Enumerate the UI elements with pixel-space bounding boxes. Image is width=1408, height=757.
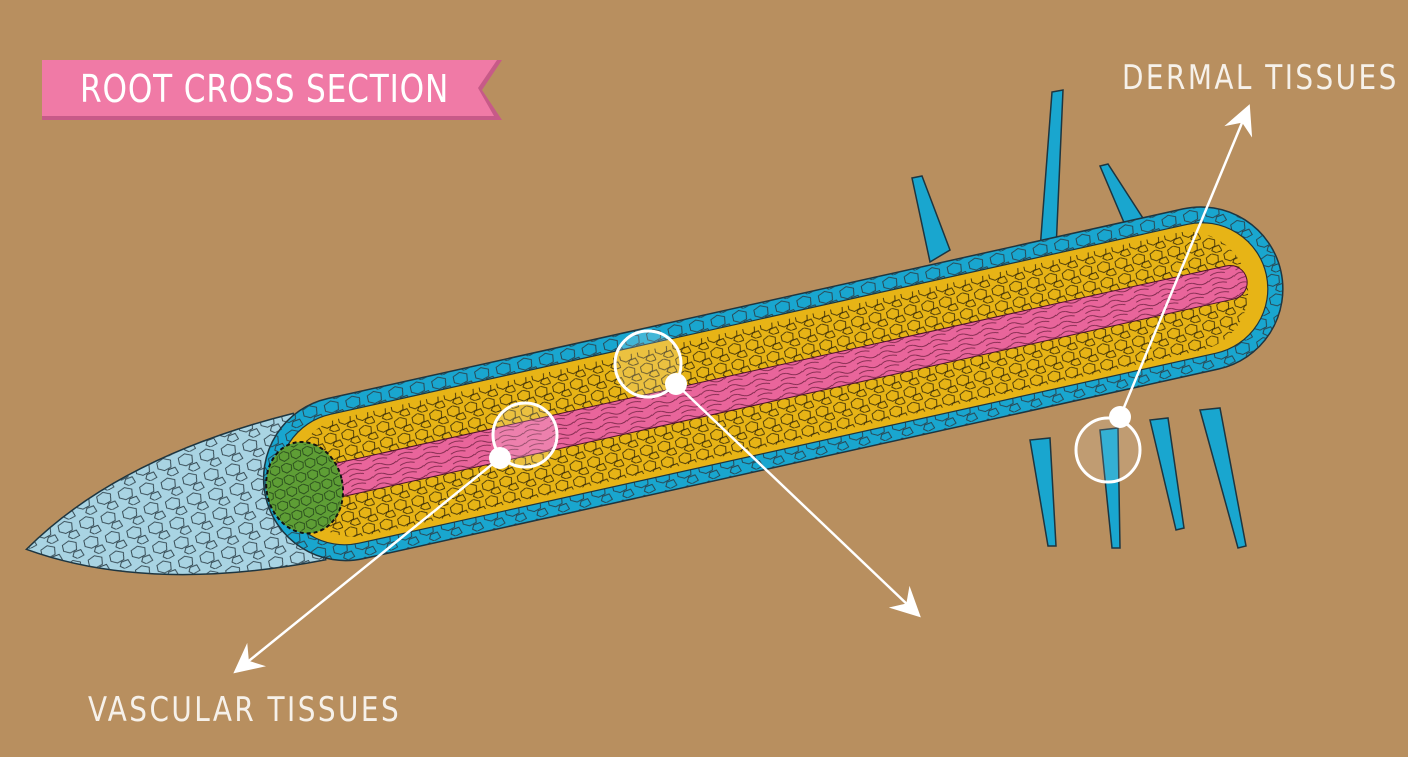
arrow-icon bbox=[675, 383, 921, 618]
highlights bbox=[491, 329, 1142, 484]
root-hair bbox=[911, 175, 951, 264]
arrow-icon bbox=[233, 457, 501, 674]
root-hair bbox=[1199, 407, 1247, 549]
highlight-circle-icon bbox=[1074, 416, 1142, 484]
title-banner bbox=[42, 60, 502, 120]
root-hair bbox=[1149, 417, 1185, 531]
arrow-anchors bbox=[489, 373, 1131, 469]
diagram-title: ROOT CROSS SECTION bbox=[80, 67, 450, 111]
root-hairs bbox=[911, 89, 1247, 549]
highlight-circle-icon bbox=[491, 401, 559, 469]
annotation-arrows bbox=[233, 104, 1253, 674]
root-hair bbox=[1099, 427, 1121, 549]
vascular-tissues-label: VASCULAR TISSUES bbox=[88, 690, 402, 730]
dermal-tissues-label: DERMAL TISSUES bbox=[1122, 58, 1399, 98]
root-hair bbox=[1029, 437, 1057, 547]
arrow-icon bbox=[1118, 104, 1253, 418]
root-hair bbox=[1039, 89, 1064, 251]
highlight-circle-icon bbox=[613, 329, 683, 399]
